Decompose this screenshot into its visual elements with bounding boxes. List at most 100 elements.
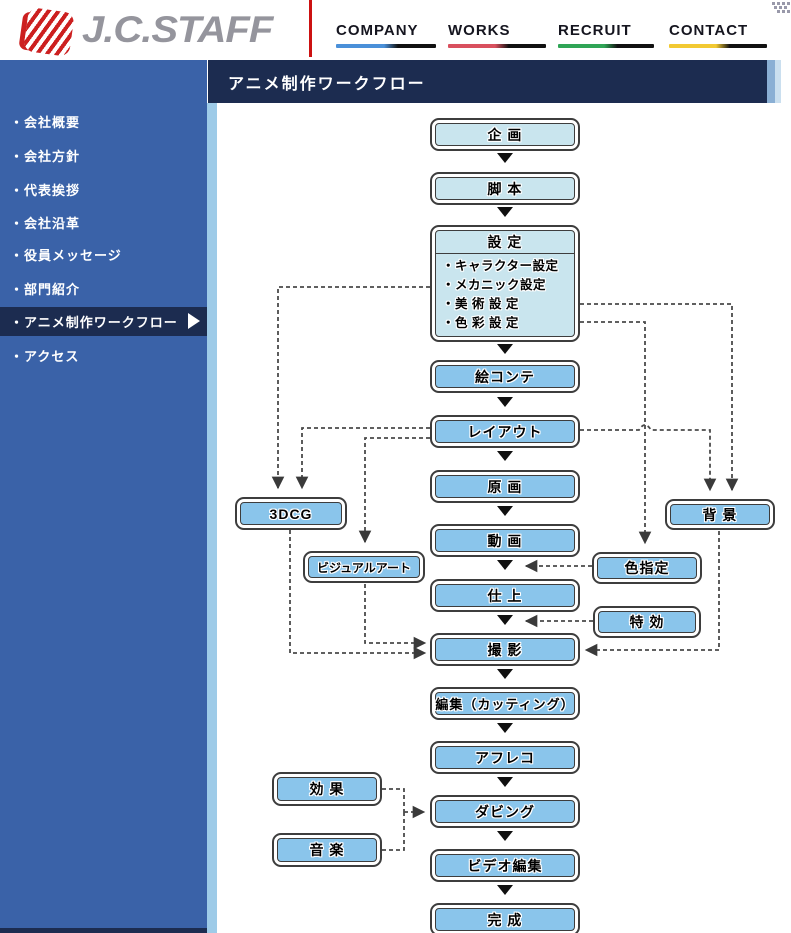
sidebar-item-label: ・会社概要 xyxy=(10,114,81,130)
down-arrow-icon xyxy=(497,669,513,679)
nav-item-recruit[interactable]: RECRUIT xyxy=(558,22,654,48)
header-divider xyxy=(309,0,312,57)
down-arrow-icon xyxy=(497,344,513,354)
down-arrow-icon xyxy=(497,560,513,570)
flow-node-label: レイアウト xyxy=(435,420,575,443)
flow-node-special-effects: 特 効 xyxy=(593,606,701,638)
flow-node-afureko: アフレコ xyxy=(430,741,580,774)
sidebar-item-label: ・部門紹介 xyxy=(10,281,81,297)
flow-node-label: 完 成 xyxy=(435,908,575,931)
sidebar-footer-strip xyxy=(0,928,207,933)
flow-node-music: 音 楽 xyxy=(272,833,382,867)
flow-node-label: 色指定 xyxy=(597,557,697,579)
flow-node-label: ビデオ編集 xyxy=(435,854,575,877)
flow-node-video-editing: ビデオ編集 xyxy=(430,849,580,882)
corner-dots-decoration xyxy=(772,2,775,5)
settings-item-mechanic: ・メカニック設定 xyxy=(442,278,547,292)
settings-item-art: ・美 術 設 定 xyxy=(442,297,519,311)
flow-node-dubbing: ダビング xyxy=(430,795,580,828)
flow-node-sound-effects: 効 果 xyxy=(272,772,382,806)
sidebar-item-label: ・代表挨拶 xyxy=(10,182,81,198)
flow-node-completion: 完 成 xyxy=(430,903,580,933)
settings-item-color: ・色 彩 設 定 xyxy=(442,316,519,330)
flow-node-label: 動 画 xyxy=(435,529,575,552)
flow-node-label: ダビング xyxy=(435,800,575,823)
settings-group-list: ・キャラクター設定 ・メカニック設定 ・美 術 設 定 ・色 彩 設 定 xyxy=(436,254,574,336)
nav-label-works: WORKS xyxy=(448,22,511,39)
connector-art-setting-to-background xyxy=(580,303,739,492)
flow-node-label: 絵コンテ xyxy=(435,365,575,388)
sidebar-item-company-overview[interactable]: ・会社概要 xyxy=(0,107,207,135)
connector-mechanic-to-3dcg xyxy=(271,286,430,490)
flow-node-planning: 企 画 xyxy=(430,118,580,151)
sidebar-item-label: ・アクセス xyxy=(10,348,80,364)
jcstaff-logo-icon xyxy=(23,7,75,57)
flow-node-color-spec: 色指定 xyxy=(592,552,702,584)
down-arrow-icon xyxy=(497,777,513,787)
down-arrow-icon xyxy=(497,451,513,461)
nav-item-company[interactable]: COMPANY xyxy=(336,22,436,48)
connector-color-setting-to-color-spec xyxy=(580,321,652,545)
sidebar-item-company-history[interactable]: ・会社沿革 xyxy=(0,208,207,236)
down-arrow-icon xyxy=(497,831,513,841)
down-arrow-icon xyxy=(497,723,513,733)
settings-group-inner: 設 定 ・キャラクター設定 ・メカニック設定 ・美 術 設 定 ・色 彩 設 定 xyxy=(435,230,575,337)
settings-item-character: ・キャラクター設定 xyxy=(442,259,559,273)
flow-node-label: ビジュアルアート xyxy=(308,556,420,578)
flow-node-layout: レイアウト xyxy=(430,415,580,448)
down-arrow-icon xyxy=(497,153,513,163)
sidebar-item-company-policy[interactable]: ・会社方針 xyxy=(0,141,207,169)
flow-node-label: 撮 影 xyxy=(435,638,575,661)
flow-node-finishing: 仕 上 xyxy=(430,579,580,612)
flow-node-editing-cutting: 編集（カッティング） xyxy=(430,687,580,720)
flow-node-label: 仕 上 xyxy=(435,584,575,607)
connector-3dcg-to-shooting xyxy=(289,530,427,660)
flow-node-storyboard: 絵コンテ xyxy=(430,360,580,393)
connector-layout-to-visual-art xyxy=(358,437,430,544)
title-bar-accent-strip xyxy=(767,60,775,103)
connector-layout-to-3dcg xyxy=(295,427,430,490)
nav-label-contact: CONTACT xyxy=(669,22,749,39)
flow-node-inbetween-animation: 動 画 xyxy=(430,524,580,557)
page-title: アニメ制作ワークフロー xyxy=(228,75,426,93)
flow-node-visual-art: ビジュアルアート xyxy=(303,551,425,583)
sidebar-item-access[interactable]: ・アクセス xyxy=(0,341,207,369)
connector-visual-art-to-shooting xyxy=(364,584,427,650)
flow-node-label: 企 画 xyxy=(435,123,575,146)
sidebar xyxy=(0,60,207,933)
flow-node-shooting: 撮 影 xyxy=(430,633,580,666)
down-arrow-icon xyxy=(497,506,513,516)
nav-underline-recruit xyxy=(558,44,654,48)
jcstaff-logo-text: J.C.STAFF xyxy=(82,9,273,51)
sidebar-item-department-introduction[interactable]: ・部門紹介 xyxy=(0,274,207,302)
flow-node-label: 3DCG xyxy=(240,502,342,525)
connector-layout-to-background xyxy=(580,424,717,492)
sidebar-item-label: ・会社方針 xyxy=(10,148,81,164)
jcstaff-logo[interactable]: J.C.STAFF xyxy=(23,4,309,58)
flow-node-label: 特 効 xyxy=(598,611,696,633)
flow-node-script: 脚 本 xyxy=(430,172,580,205)
nav-item-contact[interactable]: CONTACT xyxy=(669,22,767,48)
sidebar-item-anime-workflow[interactable]: ・アニメ制作ワークフロー xyxy=(0,307,207,336)
sidebar-item-representative-greeting[interactable]: ・代表挨拶 xyxy=(0,175,207,203)
flow-node-label: 脚 本 xyxy=(435,177,575,200)
flow-node-settings-group: 設 定 ・キャラクター設定 ・メカニック設定 ・美 術 設 定 ・色 彩 設 定 xyxy=(430,225,580,342)
down-arrow-icon xyxy=(497,615,513,625)
flow-node-key-animation: 原 画 xyxy=(430,470,580,503)
down-arrow-icon xyxy=(497,207,513,217)
nav-item-works[interactable]: WORKS xyxy=(448,22,546,48)
flow-node-label: 編集（カッティング） xyxy=(435,692,575,715)
nav-underline-company xyxy=(336,44,436,48)
flow-node-label: 原 画 xyxy=(435,475,575,498)
flow-node-3dcg: 3DCG xyxy=(235,497,347,530)
page-title-bar: アニメ制作ワークフロー xyxy=(208,60,767,103)
sidebar-item-label: ・会社沿革 xyxy=(10,215,81,231)
sidebar-item-executive-message[interactable]: ・役員メッセージ xyxy=(0,240,207,268)
nav-label-company: COMPANY xyxy=(336,22,419,39)
active-item-arrow-icon xyxy=(188,313,200,329)
down-arrow-icon xyxy=(497,885,513,895)
sidebar-item-label: ・役員メッセージ xyxy=(10,247,122,263)
title-bar-accent-strip-light xyxy=(775,60,781,103)
header: J.C.STAFF COMPANY WORKS RECRUIT CONTACT xyxy=(0,0,791,60)
